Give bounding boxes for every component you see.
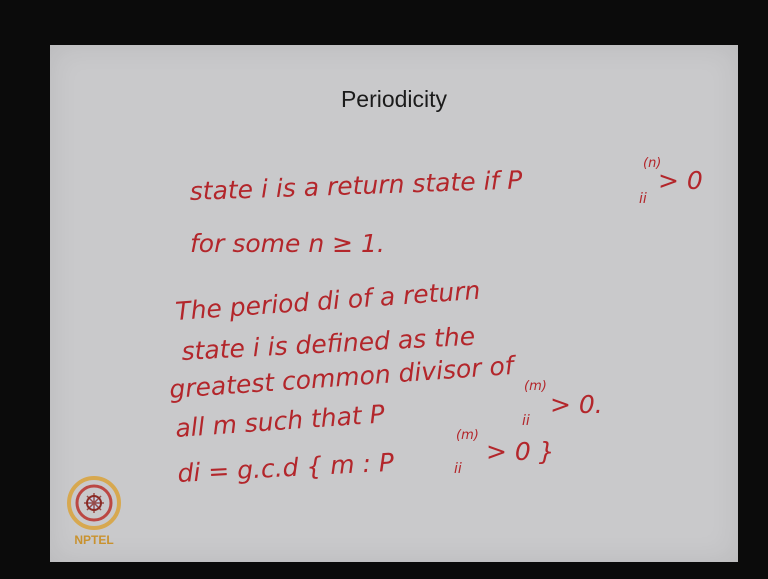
hw-line-7-sup: (m): [456, 428, 479, 443]
hw-line-2: for some n ≥ 1.: [190, 229, 385, 258]
nptel-logo-label: NPTEL: [74, 533, 113, 547]
hw-line-6-sup: (m): [524, 379, 547, 394]
handwritten-notes: state i is a return state if P (n) ii > …: [168, 156, 703, 488]
hw-line-1: state i is a return state if P: [189, 165, 524, 206]
hw-line-1-sup: (n): [643, 156, 661, 171]
nptel-logo-icon: NPTEL: [67, 476, 121, 547]
hw-line-7-sub: ii: [454, 461, 462, 477]
hw-line-6-sub: ii: [522, 413, 530, 429]
slide-title: Periodicity: [340, 86, 448, 112]
hw-line-7: di = g.c.d { m : P: [177, 448, 396, 488]
hw-line-3: The period di of a return: [174, 276, 481, 326]
hw-line-7-tail: > 0 }: [486, 437, 555, 466]
hw-line-1-sub: ii: [639, 191, 647, 207]
lecture-slide: Periodicity state i is a return state if…: [50, 45, 738, 562]
hw-line-6-tail: > 0.: [550, 390, 603, 419]
hw-line-1-tail: > 0: [658, 166, 703, 195]
hw-line-6: all m such that P: [174, 399, 386, 443]
